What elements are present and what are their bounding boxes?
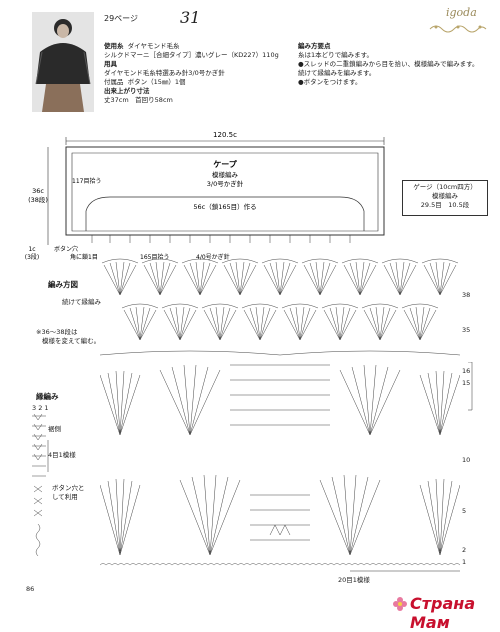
edging-buttonhole-1: ボタン穴と [52, 484, 85, 492]
tools-label: 用具 [104, 60, 117, 68]
row-label: 2 [462, 546, 467, 554]
gauge-box: ゲージ（10cm四方） 模様編み 29.5目 10.5段 [402, 180, 488, 216]
chart-foundation [100, 563, 460, 566]
neckline-curve [85, 196, 365, 231]
edging-title: 縁編み [36, 392, 59, 401]
edging-row-numbers: 3 2 1 [32, 404, 49, 412]
piece-hook: 3/0号かぎ針 [207, 179, 244, 188]
corner-chain-label: 角に鎖1目 [70, 253, 98, 261]
method-step: 糸は1本どりで編みます。 [298, 51, 373, 59]
edging-side-label: 裾側 [48, 425, 61, 433]
row-bracket [468, 362, 473, 411]
gauge-title: ゲージ（10cm四方） [413, 183, 477, 191]
row-label: 10 [462, 456, 471, 464]
watermark-text: Страна Мам [410, 594, 476, 632]
brand-logo: igoda [446, 6, 477, 19]
pickup-bottom-label: 165目拾う [140, 253, 169, 261]
chart-title: 編み方図 [48, 280, 78, 289]
total-width-label: 120.5c [213, 131, 237, 139]
notions-label: 付属品 [104, 78, 124, 86]
buttonhole-label: ボタン穴 [54, 245, 78, 253]
border-rows: (3段) [25, 253, 40, 261]
page-reference: 29ページ [104, 14, 139, 23]
brand-ornament-icon [428, 20, 488, 39]
row-label: 35 [462, 326, 471, 334]
chart-band-bottom [100, 474, 460, 556]
crochet-chart [100, 258, 460, 572]
method-step: ●ボタンをつけます。 [298, 78, 362, 86]
pattern-number: 31 [180, 8, 201, 27]
height-rows: (38段) [28, 195, 48, 204]
gauge-stitch: 模様編み [432, 192, 458, 200]
size-detail: 丈37cm 首回り58cm [104, 96, 173, 104]
cape-outline [65, 146, 385, 236]
materials-block: 使用糸 ダイヤモンド毛糸 シルクドマーニ［合細タイプ］濃いグレー（KD227）1… [104, 42, 279, 105]
border-depth: 1c [28, 246, 35, 253]
row-label: 38 [462, 291, 471, 299]
row-label: 16 [462, 367, 471, 375]
foundation-note: 56c（鎖165目）作る [193, 202, 256, 211]
chart-band-second [121, 303, 439, 341]
method-step: 続けて縁編みを編みます。 [298, 69, 376, 77]
watermark: Страна Мам [392, 594, 496, 632]
watermark-flower-icon [393, 597, 407, 611]
repeat-note: 20目1模様 [338, 576, 370, 584]
tools-detail: ダイヤモンド毛糸特選あみ針3/0号かぎ針 [104, 69, 225, 77]
change-note-2: 模様を変えて編む。 [42, 337, 101, 345]
pickup-label: 117目拾う [72, 177, 101, 185]
yarn-detail: シルクドマーニ［合細タイプ］濃いグレー（KD227）110g [104, 51, 279, 59]
size-label: 出来上がり寸法 [104, 87, 150, 95]
yarn-label: 使用糸 [104, 42, 124, 50]
continue-note: 続けて縁編み [62, 298, 101, 306]
notions-detail: ボタン（15㎜）1個 [127, 78, 186, 86]
yarn-brand: ダイヤモンド毛糸 [127, 42, 180, 50]
edging-chart [32, 413, 49, 557]
piece-stitch: 模様編み [212, 170, 239, 179]
piece-name: ケープ [213, 159, 238, 169]
change-note-1: ※36～38段は [36, 328, 78, 336]
row-label: 15 [462, 379, 471, 387]
gauge-values: 29.5目 10.5段 [420, 201, 470, 209]
method-step: ●スレッドの二重鎖編みから目を拾い、模様編みで編みます。 [298, 60, 479, 68]
row-label: 1 [462, 558, 467, 566]
method-title: 編み方要点 [298, 42, 331, 50]
model-photo [32, 12, 94, 112]
edging-repeat: 4目1模様 [48, 451, 76, 459]
chart-band-top [101, 258, 459, 296]
cape-schematic: 120.5c ケープ 模様編み 3/0号かぎ針 56c（鎖165目）作る 36c… [25, 131, 385, 261]
height-label: 36c [32, 187, 44, 195]
chart-band-large [100, 350, 460, 436]
edging-buttonhole-2: して利用 [52, 493, 78, 501]
page-number: 86 [26, 585, 35, 593]
row-label: 5 [462, 507, 467, 515]
border-hook-label: 4/0号かぎ針 [196, 253, 230, 261]
direction-arrows [91, 235, 351, 243]
method-block: 編み方要点 糸は1本どりで編みます。 ●スレッドの二重鎖編みから目を拾い、模様編… [298, 42, 479, 87]
